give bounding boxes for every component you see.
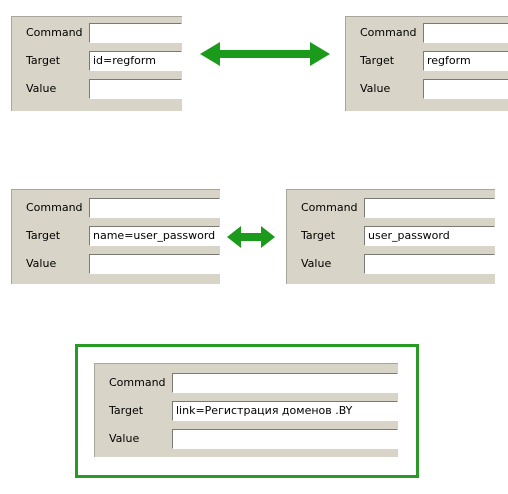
- value-field[interactable]: [89, 254, 220, 274]
- value-label: Value: [26, 82, 57, 95]
- command-label: Command: [301, 201, 358, 214]
- command-label: Command: [26, 201, 83, 214]
- value-label: Value: [301, 257, 332, 270]
- command-label: Command: [109, 376, 166, 389]
- value-label: Value: [360, 82, 391, 95]
- highlight-frame: Command Target link=Регистрация доменов …: [75, 344, 419, 478]
- value-field[interactable]: [89, 79, 182, 99]
- value-label: Value: [26, 257, 57, 270]
- target-label: Target: [26, 229, 61, 242]
- selenium-panel-id-after: Command Target regform Value: [345, 16, 508, 111]
- selenium-panel-name-before: Command Target name=user_password Value: [11, 189, 220, 284]
- command-label: Command: [360, 26, 417, 39]
- command-field[interactable]: [423, 23, 508, 43]
- target-field[interactable]: user_password: [364, 226, 495, 246]
- target-label: Target: [109, 404, 144, 417]
- target-field[interactable]: regform: [423, 51, 508, 71]
- value-field[interactable]: [364, 254, 495, 274]
- selenium-panel-name-after: Command Target user_password Value: [286, 189, 495, 284]
- selenium-panel-id-before: Command Target id=regform Value: [11, 16, 182, 111]
- target-field[interactable]: name=user_password: [89, 226, 220, 246]
- value-label: Value: [109, 432, 140, 445]
- command-field[interactable]: [89, 198, 220, 218]
- command-field[interactable]: [172, 373, 398, 393]
- double-arrow-icon: [200, 42, 330, 66]
- value-field[interactable]: [423, 79, 508, 99]
- target-label: Target: [301, 229, 336, 242]
- selenium-panel-link: Command Target link=Регистрация доменов …: [94, 363, 398, 457]
- command-field[interactable]: [364, 198, 495, 218]
- target-field[interactable]: link=Регистрация доменов .BY: [172, 401, 398, 421]
- command-field[interactable]: [89, 23, 182, 43]
- target-label: Target: [360, 54, 395, 67]
- value-field[interactable]: [172, 429, 398, 449]
- command-label: Command: [26, 26, 83, 39]
- target-label: Target: [26, 54, 61, 67]
- double-arrow-icon: [227, 226, 275, 248]
- target-field[interactable]: id=regform: [89, 51, 182, 71]
